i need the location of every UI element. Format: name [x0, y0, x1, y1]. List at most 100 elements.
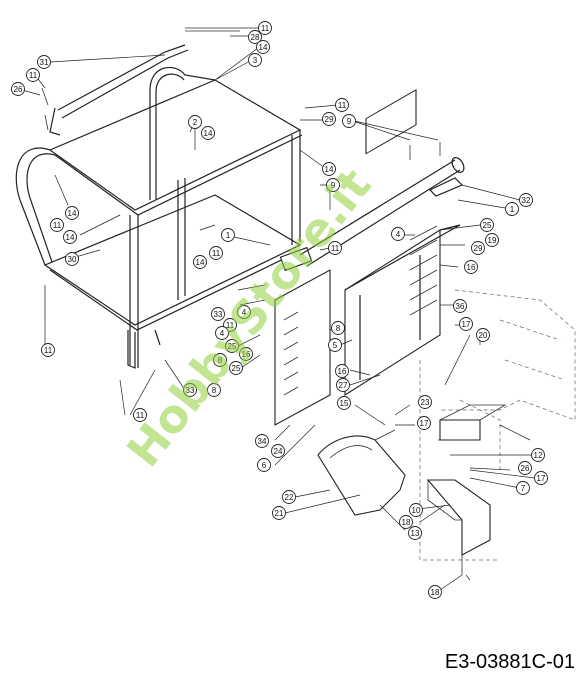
svg-text:9: 9 [331, 181, 336, 190]
callout-28: 28 [248, 30, 262, 44]
callout-14-a: 14 [256, 40, 270, 54]
callout-36: 36 [453, 299, 467, 313]
callout-17-c: 17 [534, 471, 548, 485]
callout-8-a: 8 [331, 321, 345, 335]
callout-14-c: 14 [322, 162, 336, 176]
svg-text:33: 33 [214, 310, 223, 319]
drawing-reference: E3-03881C-01 [445, 651, 575, 673]
svg-text:36: 36 [456, 302, 465, 311]
svg-text:4: 4 [242, 308, 247, 317]
callout-9-b: 9 [326, 178, 340, 192]
callout-25-b: 25 [225, 339, 239, 353]
callout-17-b: 17 [417, 416, 431, 430]
callout-11-c: 11 [335, 98, 349, 112]
svg-text:11: 11 [29, 71, 38, 80]
svg-text:1: 1 [510, 205, 515, 214]
svg-text:32: 32 [522, 196, 531, 205]
callout-13: 13 [408, 526, 422, 540]
callout-12-a: 12 [531, 448, 545, 462]
callout-34: 34 [255, 434, 269, 448]
callout-7: 7 [516, 481, 530, 495]
svg-text:3: 3 [253, 56, 258, 65]
svg-text:17: 17 [420, 419, 429, 428]
control-panel [344, 88, 461, 396]
callout-8-c: 8 [213, 353, 227, 367]
svg-text:16: 16 [338, 367, 347, 376]
svg-text:22: 22 [285, 493, 294, 502]
callout-10: 10 [409, 503, 423, 517]
svg-text:16: 16 [467, 263, 476, 272]
callout-11-b: 11 [26, 68, 40, 82]
svg-text:14: 14 [325, 165, 334, 174]
svg-text:7: 7 [521, 484, 526, 493]
callout-24: 24 [271, 444, 285, 458]
callout-15: 15 [337, 396, 351, 410]
svg-text:30: 30 [68, 255, 77, 264]
svg-text:28: 28 [251, 33, 260, 42]
callout-11-h: 11 [41, 343, 55, 357]
svg-text:2: 2 [193, 118, 198, 127]
svg-text:5: 5 [333, 341, 338, 350]
svg-text:26: 26 [521, 464, 530, 473]
svg-text:11: 11 [44, 346, 53, 355]
callout-6: 6 [257, 458, 271, 472]
svg-text:31: 31 [40, 58, 49, 67]
callout-14-b: 14 [201, 126, 215, 140]
svg-text:14: 14 [196, 258, 205, 267]
svg-text:1: 1 [226, 231, 231, 240]
callout-12-b: 12 [0, 0, 9, 2]
callout-3: 3 [248, 53, 262, 67]
callout-14-f: 14 [193, 255, 207, 269]
callout-26-b: 26 [518, 461, 532, 475]
callout-8-b: 8 [207, 383, 221, 397]
callout-9-a: 9 [342, 114, 356, 128]
callout-1-a: 1 [221, 228, 235, 242]
callout-22: 22 [282, 490, 296, 504]
svg-text:10: 10 [412, 506, 421, 515]
callout-30: 30 [65, 252, 79, 266]
callout-16-b: 16 [239, 347, 253, 361]
cover [317, 429, 406, 516]
svg-text:25: 25 [228, 342, 237, 351]
callout-19: 19 [485, 233, 499, 247]
svg-text:20: 20 [479, 331, 488, 340]
svg-text:24: 24 [274, 447, 283, 456]
callout-17-a: 17 [459, 317, 473, 331]
svg-text:11: 11 [226, 321, 235, 330]
svg-text:12: 12 [534, 451, 543, 460]
callout-11-i: 11 [133, 408, 147, 422]
svg-text:26: 26 [14, 85, 23, 94]
svg-text:11: 11 [136, 411, 145, 420]
svg-text:18: 18 [431, 588, 440, 597]
callout-29-a: 29 [322, 112, 336, 126]
svg-text:15: 15 [340, 399, 349, 408]
callout-11-a: 11 [258, 21, 272, 35]
callout-29-b: 29 [471, 241, 485, 255]
svg-text:14: 14 [204, 129, 213, 138]
svg-text:8: 8 [218, 356, 223, 365]
svg-text:25: 25 [483, 221, 492, 230]
svg-text:4: 4 [220, 329, 225, 338]
callout-11-d: 11 [50, 218, 64, 232]
svg-text:19: 19 [488, 236, 497, 245]
svg-text:11: 11 [331, 244, 340, 253]
svg-text:8: 8 [336, 324, 341, 333]
callout-14-e: 14 [63, 230, 77, 244]
callout-2: 2 [188, 115, 202, 129]
svg-text:33: 33 [186, 386, 195, 395]
callout-11-f: 11 [328, 241, 342, 255]
svg-text:11: 11 [261, 24, 270, 33]
svg-text:14: 14 [68, 209, 77, 218]
callouts: 11 28 14 3 31 11 26 2 14 11 29 9 14 9 14… [0, 0, 548, 599]
svg-text:23: 23 [421, 398, 430, 407]
svg-text:18: 18 [402, 518, 411, 527]
callout-31: 31 [37, 55, 51, 69]
callout-1-b: 1 [505, 202, 519, 216]
callout-27: 27 [336, 378, 350, 392]
callout-25-a: 25 [480, 218, 494, 232]
svg-text:11: 11 [53, 221, 62, 230]
callout-33-b: 33 [183, 383, 197, 397]
svg-text:16: 16 [242, 350, 251, 359]
svg-text:6: 6 [262, 461, 267, 470]
